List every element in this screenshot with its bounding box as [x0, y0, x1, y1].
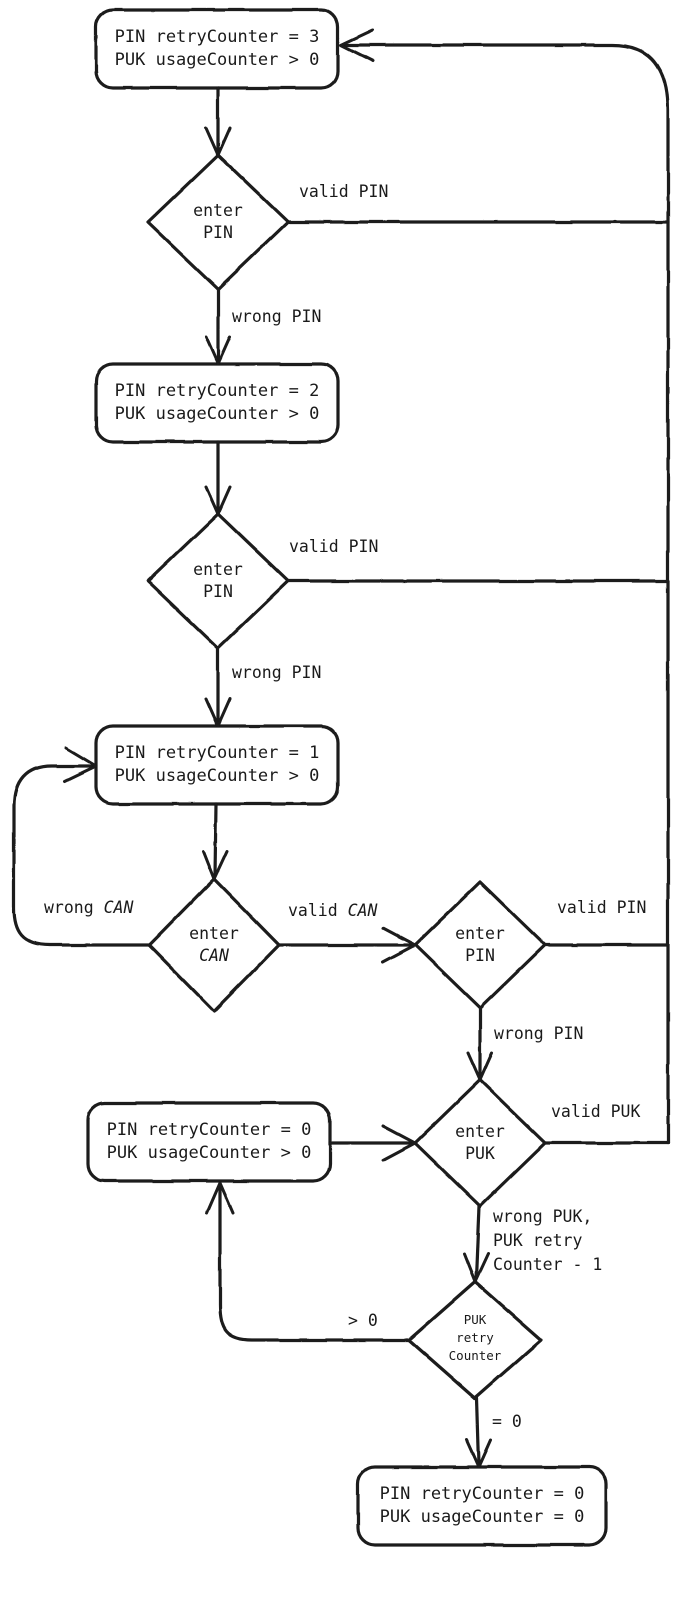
wrong-puk-line1: wrong PUK, — [493, 1207, 593, 1226]
edge-counter-eq-zero — [475, 1396, 481, 1466]
edge-label-wrong-pin-2: wrong PIN — [232, 663, 322, 682]
edge-label-valid-pin-3: valid PIN — [557, 898, 647, 917]
edge-label-counter-gt-zero: > 0 — [348, 1311, 378, 1330]
arrowhead-wrong-puk — [462, 1252, 490, 1284]
edge-label-wrong-pin-1: wrong PIN — [232, 307, 322, 326]
arrowhead-wrong-pin-2 — [204, 697, 232, 728]
arrowhead-pin0-to-puk — [381, 1124, 417, 1162]
state-box-blocked — [356, 1465, 608, 1547]
edge-right-rail — [341, 43, 670, 1145]
edge-wrong-can-loop — [12, 764, 151, 947]
arrowhead-wrong-pin-1 — [204, 335, 232, 366]
edge-label-wrong-can: wrong CAN — [44, 898, 134, 917]
arrowhead-counter-gt-zero — [205, 1181, 235, 1215]
decision-diamond-pin2 — [146, 512, 290, 650]
state-box-pin1 — [94, 724, 340, 806]
decision-diamond-can — [147, 877, 281, 1013]
edge-wrong-puk — [474, 1204, 481, 1281]
arrowhead-right-rail — [339, 28, 375, 63]
edge-label-valid-pin-1: valid PIN — [299, 182, 389, 201]
arrowhead-pin3-to-decision1 — [204, 126, 232, 157]
wrong-puk-line2: PUK retry — [493, 1230, 583, 1250]
decision-diamond-puk-counter — [407, 1280, 543, 1400]
arrowhead-valid-can — [381, 926, 417, 964]
arrowhead-wrong-pin-3 — [466, 1051, 494, 1082]
edge-counter-gt-zero — [218, 1184, 411, 1342]
edge-label-valid-puk: valid PUK — [551, 1102, 641, 1121]
edge-pin1-to-can — [213, 802, 218, 878]
edge-label-counter-eq-zero: = 0 — [492, 1412, 522, 1431]
decision-diamond-pin1 — [146, 153, 290, 291]
edge-label-valid-can: valid CAN — [288, 901, 378, 920]
state-box-pin0 — [86, 1101, 332, 1183]
arrowhead-pin2-to-decision2 — [204, 485, 232, 516]
state-box-pin2 — [94, 362, 340, 444]
arrowhead-wrong-can-loop — [63, 746, 98, 783]
edge-label-valid-pin-2: valid PIN — [289, 537, 379, 556]
decision-diamond-pin3 — [413, 880, 547, 1010]
state-box-pin3 — [94, 8, 340, 90]
wrong-puk-line3: Counter - 1 — [493, 1254, 603, 1274]
decision-diamond-puk — [413, 1078, 547, 1208]
arrowhead-pin1-to-can — [201, 849, 229, 881]
edge-label-wrong-pin-3: wrong PIN — [494, 1024, 584, 1043]
arrowhead-counter-eq-zero — [465, 1438, 493, 1469]
